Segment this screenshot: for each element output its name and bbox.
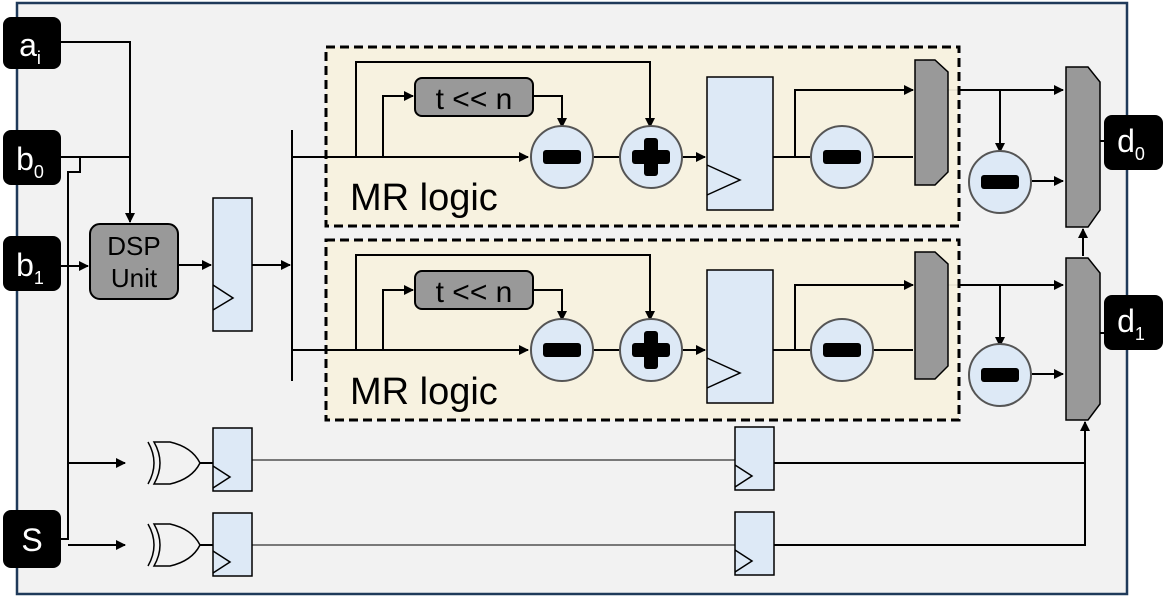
dsp-unit: DSP Unit (89, 223, 179, 300)
register-xor-0 (212, 427, 253, 492)
port-b1: b1 (3, 236, 61, 291)
mr-logic-title-1: MR logic (350, 371, 498, 413)
mux-icon-out-1 (1065, 257, 1101, 421)
mr-wires (326, 61, 914, 355)
port-b0-main: b (16, 141, 34, 177)
svg-text:b0: b0 (16, 141, 44, 182)
register-mr-0 (706, 76, 774, 211)
port-a-i: ai (3, 17, 61, 69)
dsp-unit-line1: DSP (107, 231, 160, 261)
mux-icon-0 (914, 59, 949, 186)
shift-label-1: t << n (436, 276, 513, 309)
add-icon-1 (619, 318, 683, 382)
port-s: S (3, 510, 61, 568)
mux-icon-out-0 (1065, 66, 1101, 228)
svg-text:ai: ai (19, 27, 41, 68)
port-a-i-main: a (19, 27, 37, 63)
port-b0-sub: 0 (34, 162, 44, 182)
port-d1-main: d (1117, 303, 1135, 339)
shift-label-0: t << n (436, 83, 513, 116)
port-d0-main: d (1117, 123, 1135, 159)
subtract-icon-0b (810, 125, 874, 189)
port-d1: d1 (1104, 295, 1163, 350)
delay-wires (252, 459, 735, 546)
port-a-i-sub: i (37, 48, 41, 68)
shift-block-0: t << n (414, 77, 534, 117)
port-d1-sub: 1 (1135, 324, 1145, 344)
port-b1-main: b (16, 247, 34, 283)
subtract-icon-1c (968, 343, 1032, 407)
subtract-icon-1b (810, 318, 874, 382)
port-d0-sub: 0 (1135, 144, 1145, 164)
port-s-label: S (21, 522, 42, 558)
register-mr-1 (706, 269, 774, 404)
subtract-icon-0c (968, 150, 1032, 214)
port-b1-sub: 1 (34, 268, 44, 288)
port-d0: d0 (1104, 115, 1163, 170)
register-delay-1 (734, 511, 775, 576)
mr-logic-title-0: MR logic (350, 177, 498, 219)
port-b0: b0 (3, 130, 61, 185)
svg-text:b1: b1 (16, 247, 44, 288)
shift-block-1: t << n (414, 270, 534, 310)
register-xor-1 (212, 512, 253, 577)
xor-gate-icon-1 (147, 523, 201, 567)
svg-text:d1: d1 (1117, 303, 1145, 344)
dsp-unit-line2: Unit (111, 263, 158, 293)
add-icon-0 (619, 125, 683, 189)
xor-gate-icon-0 (147, 441, 201, 485)
subtract-icon-0 (530, 125, 594, 189)
mux-icon-1 (914, 251, 949, 380)
register-dsp (212, 197, 253, 332)
register-delay-0 (734, 426, 775, 491)
subtract-icon-1 (530, 318, 594, 382)
svg-text:d0: d0 (1117, 123, 1145, 164)
